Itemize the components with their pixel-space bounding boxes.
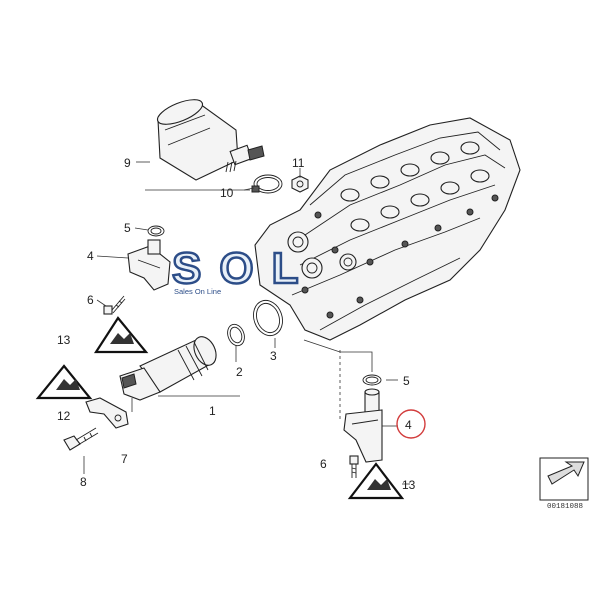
callout-13-upper: 13 (57, 333, 71, 347)
bolt-upper (103, 295, 126, 315)
callout-8: 8 (80, 475, 87, 489)
head-bolts (301, 194, 499, 319)
reference-number: 00181088 (547, 503, 583, 511)
warning-triangle-icon (93, 316, 149, 354)
callout-4-lower: 4 (405, 418, 412, 432)
logo: SOL Sales On Line (171, 243, 316, 296)
warning-triangle-icon (35, 364, 93, 400)
callout-5-lower: 5 (403, 374, 410, 388)
logo-text: SOL (172, 244, 316, 293)
o-ring-small (227, 323, 245, 347)
callout-13-lower: 13 (402, 478, 416, 492)
camshaft-sensor-lower (343, 388, 383, 463)
bolt-lower (63, 427, 99, 451)
o-ring-lower (362, 374, 382, 386)
nut (291, 175, 309, 193)
logo-subtitle: Sales On Line (174, 287, 221, 296)
callout-3: 3 (270, 349, 277, 363)
o-ring-upper (147, 225, 165, 237)
bracket (85, 397, 129, 429)
callout-2: 2 (236, 365, 243, 379)
callout-10: 10 (220, 186, 234, 200)
callout-11: 11 (292, 156, 305, 170)
leader-lines (83, 161, 410, 485)
cam-bores (287, 231, 357, 279)
callout-4-upper: 4 (87, 249, 94, 263)
solenoid-valve (119, 336, 217, 401)
callouts: 9 10 11 5 4 6 13 3 2 1 12 7 8 5 4 6 13 (57, 156, 416, 492)
callout-7: 7 (121, 452, 128, 466)
hose-clamp (251, 174, 283, 194)
callout-5-upper: 5 (124, 221, 131, 235)
callout-12: 12 (57, 409, 71, 423)
warning-triangle-icon (347, 462, 405, 500)
callout-6-upper: 6 (87, 293, 94, 307)
callout-9: 9 (124, 156, 131, 170)
reference-box: 00181088 (539, 457, 589, 511)
camshaft-lobes (340, 141, 490, 232)
actuator-motor (156, 99, 265, 181)
highlight-circle (396, 409, 426, 439)
callout-1: 1 (209, 404, 216, 418)
gasket-ring (253, 299, 283, 337)
cylinder-head (254, 117, 521, 341)
bolt-mid (349, 455, 359, 478)
arrow-icon (547, 461, 585, 485)
camshaft-sensor-upper (127, 239, 171, 291)
callout-6-lower: 6 (320, 457, 327, 471)
